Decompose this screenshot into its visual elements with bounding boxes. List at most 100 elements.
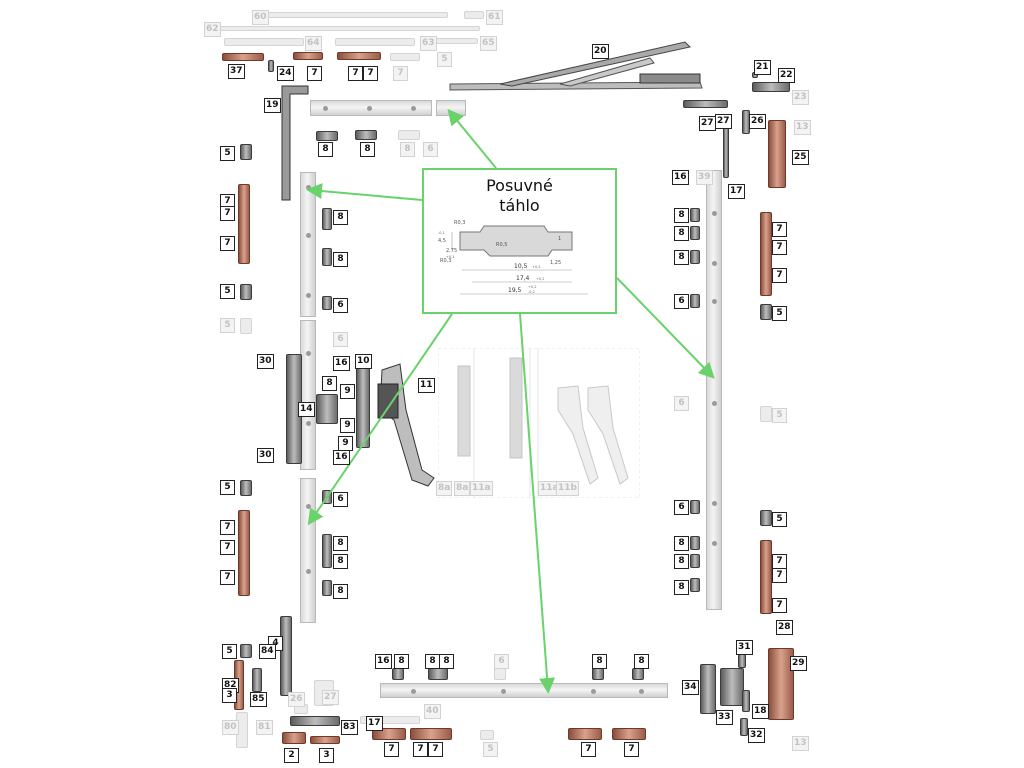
part-29 <box>768 648 794 720</box>
label-39: 39 <box>696 170 713 185</box>
label-85: 85 <box>250 692 267 707</box>
part-8-top-a <box>316 131 338 141</box>
label-7-a: 7 <box>307 66 322 81</box>
label-25: 25 <box>792 150 809 165</box>
part-63 <box>335 38 415 46</box>
part-5-l1 <box>240 144 252 160</box>
label-7-r1: 7 <box>772 222 787 237</box>
dim-45: 4,5 <box>438 238 446 244</box>
label-27-c: 27 <box>322 690 339 705</box>
label-8-l5: 8 <box>333 584 348 599</box>
label-16-b: 16 <box>333 450 350 465</box>
bottom-rail <box>380 683 668 698</box>
part-8-l1 <box>322 208 332 230</box>
dim-r03-b: R0,3 <box>440 258 451 264</box>
label-7-c: 7 <box>363 66 378 81</box>
label-80: 80 <box>222 720 239 735</box>
label-26-a: 26 <box>749 114 766 129</box>
label-5-b: 5 <box>483 742 498 757</box>
label-83: 83 <box>341 720 358 735</box>
label-7-b5: 7 <box>624 742 639 757</box>
label-8-l4: 8 <box>333 554 348 569</box>
label-28: 28 <box>776 620 793 635</box>
label-37: 37 <box>228 64 245 79</box>
part-2 <box>282 732 306 744</box>
label-8-r4: 8 <box>674 536 689 551</box>
label-9-b: 9 <box>340 418 355 433</box>
label-16-c: 16 <box>375 654 392 669</box>
label-8a-1: 8a <box>436 481 453 496</box>
part-7-top-faded <box>390 53 420 61</box>
part-7-r-low <box>760 540 772 614</box>
label-18: 18 <box>752 704 769 719</box>
label-60: 60 <box>252 10 269 25</box>
part-8-top-c <box>398 130 420 140</box>
label-7-r5: 7 <box>772 568 787 583</box>
label-7-l3: 7 <box>220 236 235 251</box>
part-24 <box>268 60 274 72</box>
part-7-top-b <box>337 52 381 60</box>
part-8-r6 <box>690 578 700 592</box>
label-13-b: 13 <box>792 736 809 751</box>
label-84: 84 <box>259 644 276 659</box>
label-8-r3: 8 <box>674 250 689 265</box>
label-3-b: 3 <box>319 748 334 763</box>
dim-275: 2,75 <box>446 248 457 254</box>
label-8-m1: 8 <box>322 376 337 391</box>
label-33: 33 <box>716 710 733 725</box>
part-6-r3 <box>690 500 700 514</box>
label-8-t2: 8 <box>360 142 375 157</box>
label-6-l2: 6 <box>333 332 348 347</box>
label-7-d: 7 <box>393 66 408 81</box>
label-63: 63 <box>420 36 437 51</box>
part-22 <box>752 82 790 92</box>
label-7-r6: 7 <box>772 598 787 613</box>
top-rail <box>310 100 432 116</box>
part-7-b5 <box>612 728 646 740</box>
label-8-l1: 8 <box>333 210 348 225</box>
label-17-b: 17 <box>366 716 383 731</box>
part-9-gear <box>316 394 338 424</box>
part-18 <box>742 690 750 712</box>
part-85 <box>252 668 262 692</box>
label-34: 34 <box>682 680 699 695</box>
part-8-r2 <box>690 226 700 240</box>
part-8-l4 <box>322 580 332 596</box>
label-20: 20 <box>592 44 609 59</box>
label-11: 11 <box>418 378 435 393</box>
part-64 <box>224 38 304 46</box>
label-61: 61 <box>486 10 503 25</box>
part-32 <box>740 718 748 736</box>
tol-195-down: -0,2 <box>528 290 535 294</box>
label-5-l3: 5 <box>220 318 235 333</box>
dim-105: 10,5 <box>514 263 528 270</box>
label-8-r2: 8 <box>674 226 689 241</box>
tol-105: +0,2 <box>532 265 541 269</box>
label-7-l4: 7 <box>220 520 235 535</box>
label-5-l2: 5 <box>220 284 235 299</box>
part-5-l3 <box>240 318 252 334</box>
tol-45-up: -0,1 <box>438 231 445 235</box>
label-5-r1: 5 <box>772 306 787 321</box>
label-40: 40 <box>424 704 441 719</box>
rod-profile-drawing: R0,3 4,5 2,75 R0,5 R0,3 1,25 1 10,5 +0,2… <box>438 220 588 295</box>
label-14: 14 <box>298 402 315 417</box>
label-16-a: 16 <box>333 356 350 371</box>
part-5-l4 <box>240 480 252 496</box>
label-9-c: 9 <box>338 436 353 451</box>
label-8-b3: 8 <box>439 654 454 669</box>
dim-1: 1 <box>558 236 561 242</box>
label-8-b4: 8 <box>592 654 607 669</box>
label-6-t: 6 <box>423 142 438 157</box>
sliding-rod-callout: Posuvné táhlo R0,3 4,5 2,75 R0,5 R0,3 1,… <box>422 168 617 314</box>
part-37 <box>222 53 264 61</box>
label-5-l1: 5 <box>220 146 235 161</box>
part-6-l1 <box>322 296 332 310</box>
dim-r05: R0,5 <box>496 242 507 248</box>
part-8-r1 <box>690 208 700 222</box>
label-17-r: 17 <box>728 184 745 199</box>
label-7-r3: 7 <box>772 268 787 283</box>
label-7-b4: 7 <box>581 742 596 757</box>
part-7-top-a <box>293 52 323 60</box>
